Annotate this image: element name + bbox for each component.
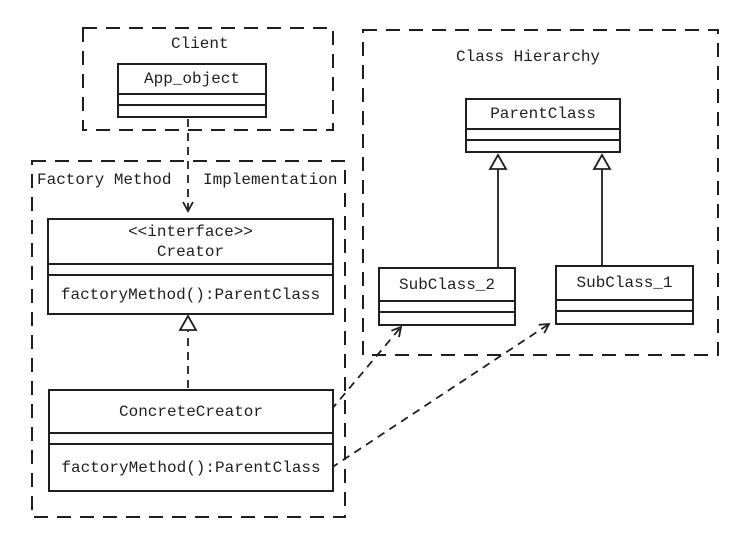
factory-group-label-left: Factory Method <box>37 171 172 189</box>
stereotype-label: <<interface>> <box>128 222 253 241</box>
hierarchy-group-label: Class Hierarchy <box>456 48 601 66</box>
method-signature: factoryMethod():ParentClass <box>60 285 321 304</box>
dependency-arrow-concretecreator-to-subclass1 <box>330 322 551 469</box>
generalization-triangle-right-icon <box>592 153 612 170</box>
client-group-label: Client <box>171 35 229 53</box>
name-compartment: SubClass_2 <box>380 269 514 300</box>
class-name: SubClass_1 <box>576 274 673 292</box>
methods-compartment <box>467 139 619 151</box>
class-name: ConcreteCreator <box>118 402 264 421</box>
name-compartment: <<interface>> Creator <box>49 220 332 263</box>
attributes-compartment <box>380 300 514 311</box>
method-signature: factoryMethod():ParentClass <box>61 458 321 477</box>
realization-triangle-icon <box>178 314 198 331</box>
class-name: ParentClass <box>490 105 596 123</box>
factory-group-label-right: Implementation <box>203 171 338 189</box>
generalization-triangle-left-icon <box>488 153 508 170</box>
class-name: App_object <box>143 70 240 88</box>
methods-compartment <box>119 104 265 116</box>
name-compartment: SubClass_1 <box>557 267 692 299</box>
attributes-compartment <box>50 432 332 443</box>
attributes-compartment <box>119 93 265 104</box>
class-box-concrete-creator: ConcreteCreator factoryMethod():ParentCl… <box>48 389 334 492</box>
class-name: Creator <box>156 242 225 261</box>
attributes-compartment <box>467 128 619 139</box>
factory-group-border <box>31 160 346 518</box>
name-compartment: App_object <box>119 65 265 93</box>
attributes-compartment <box>557 299 692 310</box>
methods-compartment <box>380 311 514 324</box>
class-name: SubClass_2 <box>398 275 495 294</box>
attributes-compartment <box>49 263 332 274</box>
class-box-parent-class: ParentClass <box>465 98 621 153</box>
methods-compartment <box>557 310 692 323</box>
class-box-subclass-2: SubClass_2 <box>378 267 516 326</box>
dependency-arrow-concretecreator-to-subclass2 <box>330 325 403 411</box>
name-compartment: ConcreteCreator <box>50 391 332 432</box>
class-box-app-object: App_object <box>117 63 267 118</box>
name-compartment: ParentClass <box>467 100 619 128</box>
class-box-creator: <<interface>> Creator factoryMethod():Pa… <box>47 218 334 315</box>
methods-compartment: factoryMethod():ParentClass <box>49 274 332 313</box>
hierarchy-group-border <box>362 29 719 356</box>
client-group-border <box>82 27 334 131</box>
methods-compartment: factoryMethod():ParentClass <box>50 443 332 490</box>
class-box-subclass-1: SubClass_1 <box>555 265 694 325</box>
